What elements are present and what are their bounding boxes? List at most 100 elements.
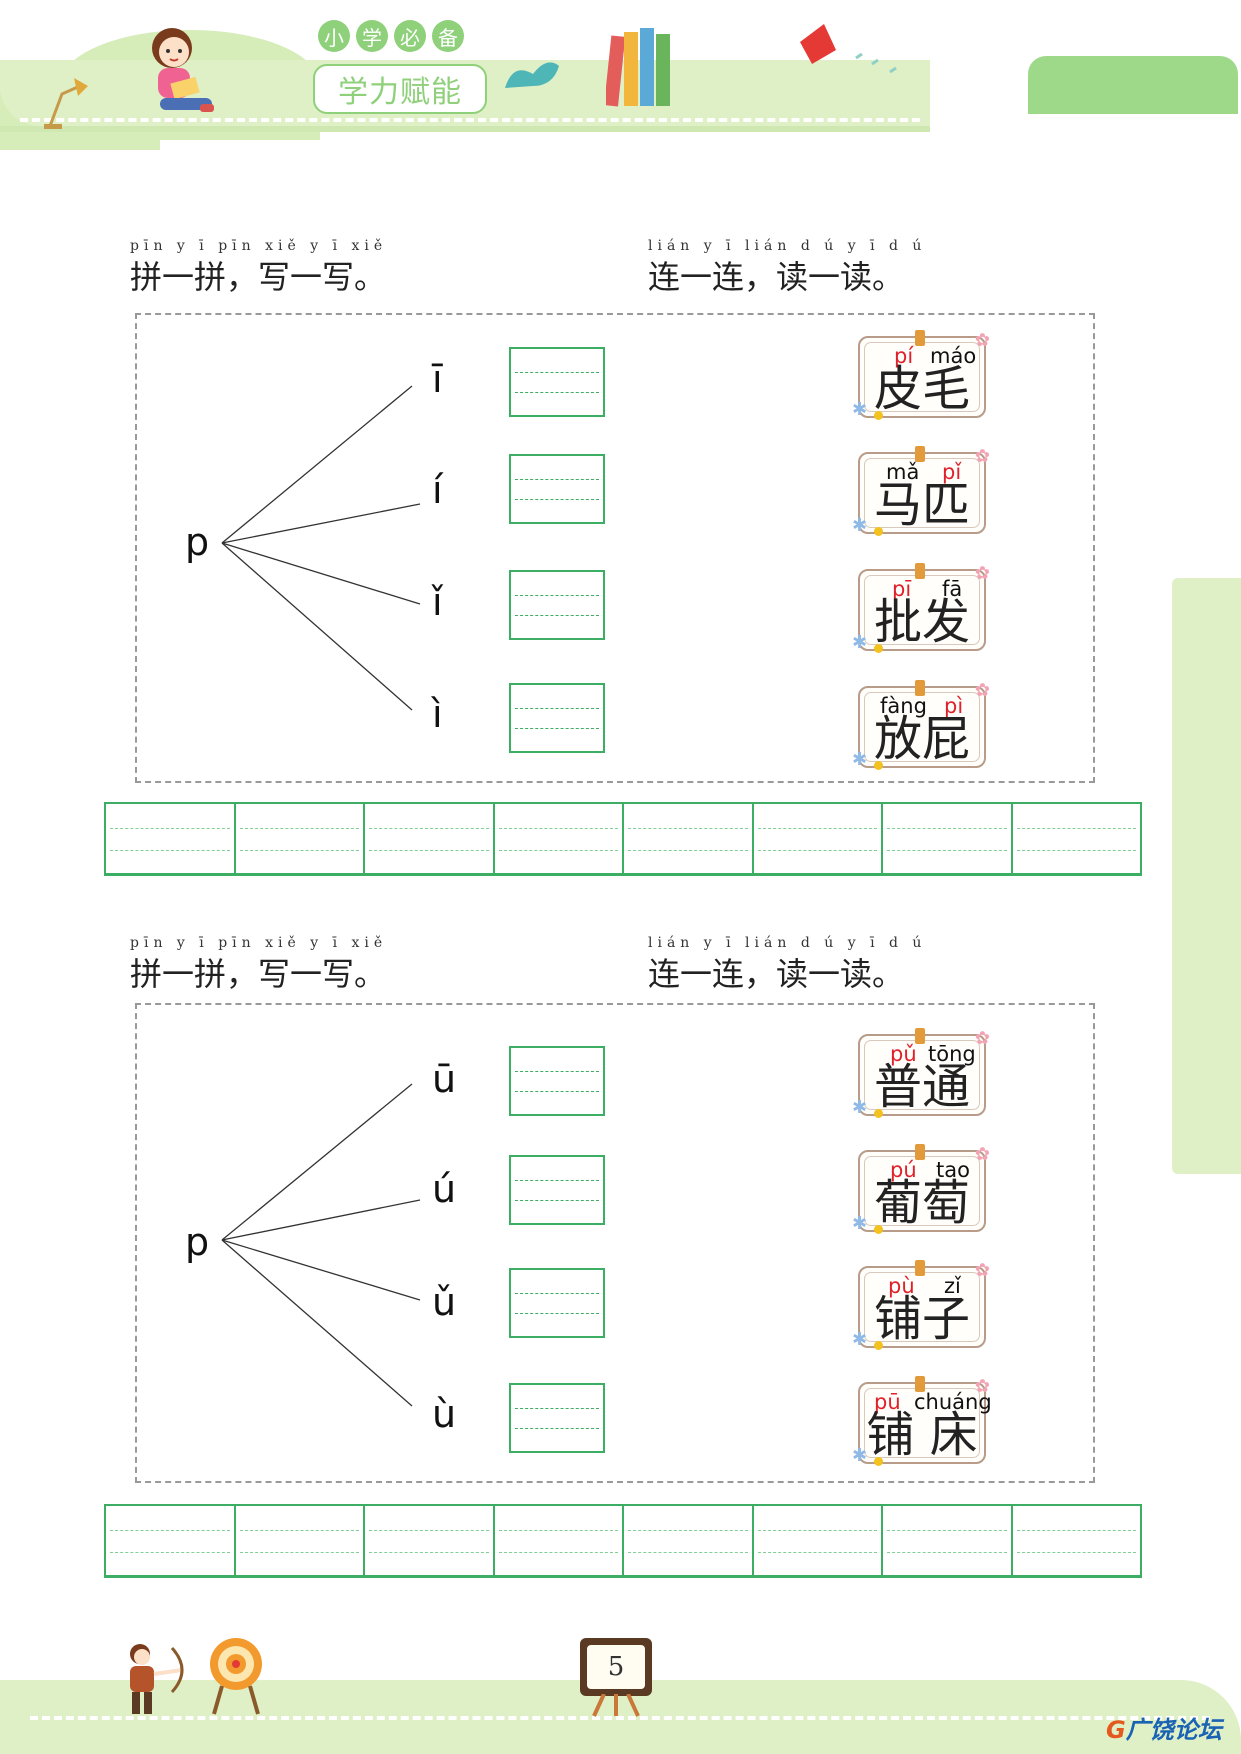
- word-card[interactable]: ✿ ✱ pǔ tōng 普通: [852, 1028, 990, 1118]
- word-pinyin: fàng: [880, 694, 927, 718]
- board-stand-icon: [592, 1694, 640, 1717]
- pinyin-writing-box[interactable]: [509, 570, 605, 640]
- star-icon: ✱: [852, 749, 868, 770]
- header-tag: 学: [356, 20, 388, 52]
- instruction-pinyin: pīn y ī pīn xiě y ī xiě: [130, 238, 388, 254]
- header-corner-tab: [1028, 56, 1238, 114]
- word-pinyin: fā: [942, 577, 963, 601]
- writing-cell[interactable]: [365, 1506, 495, 1575]
- instruction-connect-read: lián y ī lián d ú y ī d ú 连一连，读一读。: [648, 238, 926, 298]
- flower-icon: ✿: [974, 446, 990, 467]
- word-characters: 铺 床: [866, 1407, 978, 1463]
- dot-icon: [874, 1225, 883, 1234]
- word-card[interactable]: ✿ ✱ pí máo 皮毛: [852, 330, 990, 420]
- word-card[interactable]: ✿ ✱ pù zǐ 铺子: [852, 1260, 990, 1350]
- word-characters: 普通: [873, 1059, 970, 1115]
- star-icon: ✱: [852, 515, 868, 536]
- dot-icon: [874, 411, 883, 420]
- writing-cell[interactable]: [495, 1506, 624, 1575]
- writing-cell[interactable]: [624, 1506, 754, 1575]
- word-card[interactable]: ✿ ✱ pū chuáng 铺 床: [852, 1376, 992, 1466]
- books-icon: [606, 28, 670, 107]
- writing-grid-strip: [104, 802, 1142, 876]
- instruction-pinyin: pīn y ī pīn xiě y ī xiě: [130, 935, 388, 951]
- logo-mark: G: [1106, 1716, 1126, 1744]
- instruction-pinyin: lián y ī lián d ú y ī d ú: [648, 238, 927, 254]
- final-vowel: ù: [432, 1392, 457, 1436]
- writing-cell[interactable]: [106, 1506, 236, 1575]
- header-tag: 小: [318, 20, 350, 52]
- writing-cell[interactable]: [754, 1506, 883, 1575]
- pinyin-writing-box[interactable]: [509, 683, 605, 753]
- brand-title: 学力赋能: [313, 64, 487, 114]
- pinyin-writing-box[interactable]: [509, 1383, 605, 1453]
- star-icon: ✱: [852, 399, 868, 420]
- word-characters: 皮毛: [873, 361, 970, 417]
- pinyin-writing-box[interactable]: [509, 454, 605, 524]
- word-characters: 放屁: [873, 711, 970, 767]
- star-icon: ✱: [852, 1213, 868, 1234]
- writing-cell[interactable]: [365, 804, 495, 873]
- header-tag: 必: [394, 20, 426, 52]
- pinyin-writing-box[interactable]: [509, 1268, 605, 1338]
- word-pinyin: tōng: [928, 1042, 976, 1066]
- instruction-text: 连一连，读一读。: [648, 258, 905, 296]
- word-card[interactable]: ✿ ✱ pī fā 批发: [852, 563, 990, 653]
- final-vowel: ì: [432, 692, 443, 736]
- word-pinyin: chuáng: [914, 1390, 992, 1414]
- dot-icon: [874, 527, 883, 536]
- word-card[interactable]: ✿ ✱ fàng pì 放屁: [852, 680, 990, 770]
- instruction-text: 连一连，读一读。: [648, 955, 905, 993]
- star-icon: ✱: [852, 1445, 868, 1466]
- writing-cell[interactable]: [624, 804, 754, 873]
- dot-icon: [874, 1109, 883, 1118]
- exercise-panel: [135, 313, 1095, 783]
- footer-logo: G广饶论坛: [1106, 1710, 1222, 1745]
- writing-cell[interactable]: [1013, 804, 1141, 873]
- header-stripe: [0, 126, 930, 132]
- pinyin-writing-box[interactable]: [509, 1046, 605, 1116]
- desk-lamp-illustration: [44, 78, 88, 129]
- header-tag-row: 小 学 必 备: [318, 20, 464, 52]
- girl-reading-illustration: [152, 28, 214, 112]
- archer-illustration: [130, 1644, 184, 1714]
- right-edge-bar: [1172, 578, 1241, 1174]
- final-vowel: ǔ: [432, 1280, 457, 1324]
- word-pinyin: pī: [892, 577, 912, 601]
- word-pinyin: máo: [930, 344, 977, 368]
- star-icon: ✱: [852, 632, 868, 653]
- pinyin-writing-box[interactable]: [509, 347, 605, 417]
- word-pinyin: pǔ: [890, 1042, 917, 1066]
- instruction-pinyin-write: pīn y ī pīn xiě y ī xiě 拼一拼，写一写。: [130, 238, 387, 298]
- flower-icon: ✿: [974, 1028, 990, 1049]
- flower-icon: ✿: [974, 1144, 990, 1165]
- flower-icon: ✿: [974, 330, 990, 351]
- word-card[interactable]: ✿ ✱ mǎ pǐ 马匹: [852, 446, 990, 536]
- word-characters: 铺子: [873, 1291, 970, 1347]
- flower-icon: ✿: [974, 563, 990, 584]
- word-card[interactable]: ✿ ✱ pú tao 葡萄: [852, 1144, 990, 1234]
- word-pinyin: pǐ: [942, 460, 962, 484]
- writing-cell[interactable]: [236, 804, 365, 873]
- instruction-text: 拼一拼，写一写。: [130, 955, 387, 993]
- header-road-dash: [20, 118, 920, 122]
- final-vowel: ú: [432, 1167, 457, 1211]
- writing-cell[interactable]: [1013, 1506, 1141, 1575]
- instruction-connect-read: lián y ī lián d ú y ī d ú 连一连，读一读。: [648, 935, 926, 995]
- flower-icon: ✿: [974, 1376, 990, 1397]
- writing-cell[interactable]: [236, 1506, 365, 1575]
- pinyin-writing-box[interactable]: [509, 1155, 605, 1225]
- writing-cell[interactable]: [754, 804, 883, 873]
- flower-icon: ✿: [974, 680, 990, 701]
- writing-cell[interactable]: [495, 804, 624, 873]
- final-vowel: ū: [432, 1057, 457, 1101]
- writing-cell[interactable]: [106, 804, 236, 873]
- pencil-icon: [800, 24, 897, 74]
- logo-text: 广饶论坛: [1125, 1716, 1222, 1744]
- word-pinyin: zǐ: [944, 1274, 961, 1298]
- writing-cell[interactable]: [883, 1506, 1013, 1575]
- word-pinyin: tao: [936, 1158, 970, 1182]
- star-icon: ✱: [852, 1329, 868, 1350]
- writing-cell[interactable]: [883, 804, 1013, 873]
